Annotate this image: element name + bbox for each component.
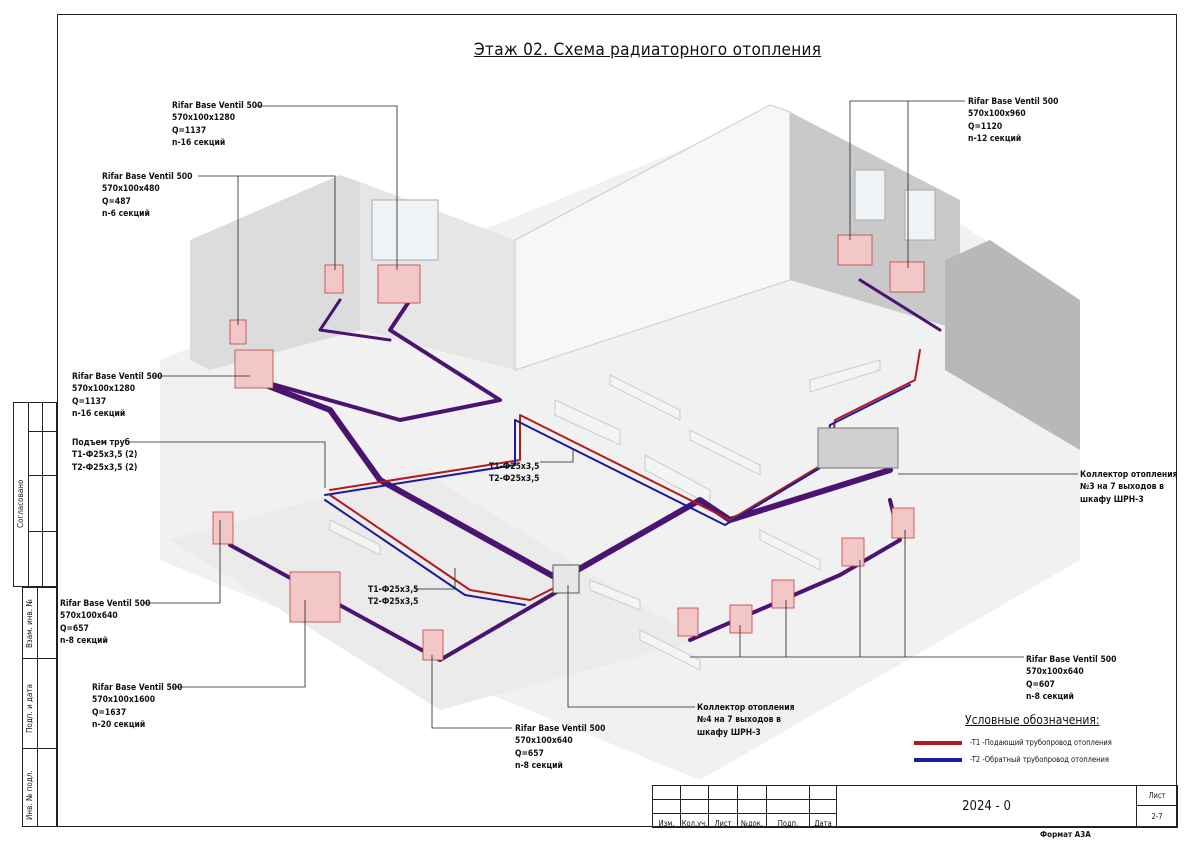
collector-3-cabinet: [817, 427, 899, 469]
sections: n-12 секций: [968, 134, 1022, 145]
size: 570x100x640: [515, 736, 573, 747]
side-stamp-agreed: Согласовано: [13, 402, 57, 587]
sign-date-label: Подп. и дата: [25, 683, 34, 733]
label-radiator-bottom-left-2: Rifar Base Ventil 500 570x100x1600 Q=163…: [92, 682, 182, 732]
label-radiator-top-left-2: Rifar Base Ventil 500 570x100x480 Q=487 …: [102, 171, 192, 221]
floor-lower: [170, 470, 700, 710]
label-collector-4: Коллектор отопления №4 на 7 выходов в шк…: [697, 702, 794, 739]
legend-label: -T1 -Подающий трубопровод отопления: [970, 738, 1112, 747]
label-radiator-left-mid: Rifar Base Ventil 500 570x100x1280 Q=113…: [72, 371, 162, 421]
agreed-label: Согласовано: [16, 479, 25, 528]
size: 570x100x960: [968, 109, 1026, 120]
window: [854, 169, 886, 221]
size: 570x100x1280: [72, 384, 136, 395]
drawing-title: Этаж 02. Схема радиаторного отопления: [474, 40, 822, 60]
model: Rifar Base Ventil 500: [92, 683, 183, 693]
title-block: Изм. Кол.уч. Лист №док. Подп. Дата 2024 …: [652, 785, 1178, 828]
sheet-label: Лист: [1137, 786, 1177, 806]
power: Q=657: [60, 623, 89, 634]
supply-line-swatch: [914, 740, 962, 745]
label-riser: Подъем труб T1-Ф25x3,5 (2) T2-Ф25x3,5 (2…: [72, 437, 137, 474]
model: Rifar Base Ventil 500: [515, 724, 606, 734]
size: 570x100x640: [1026, 667, 1084, 678]
sections: n-16 секций: [72, 409, 126, 420]
radiators: [212, 234, 925, 661]
legend-item-return: -T2 -Обратный трубопровод отопления: [914, 755, 1109, 764]
line: шкафу ШРН-3: [1080, 494, 1144, 505]
label-radiator-bottom-center: Rifar Base Ventil 500 570x100x640 Q=657 …: [515, 723, 605, 773]
model: Rifar Base Ventil 500: [60, 599, 151, 609]
leader-lines: [128, 100, 1078, 729]
return-line-swatch: [914, 757, 962, 762]
sections: n-8 секций: [60, 636, 108, 647]
pipe-t2: T2-Ф25x3,5: [489, 474, 540, 485]
riser-t1: T1-Ф25x3,5 (2): [72, 450, 138, 461]
line: Коллектор отопления: [697, 703, 795, 713]
paper-format: Формат А3А: [1040, 830, 1091, 839]
riser-t2: T2-Ф25x3,5 (2): [72, 462, 138, 473]
model: Rifar Base Ventil 500: [1026, 655, 1117, 665]
sections: n-20 секций: [92, 720, 146, 731]
label-radiator-bottom-left-1: Rifar Base Ventil 500 570x100x640 Q=657 …: [60, 598, 150, 648]
power: Q=607: [1026, 679, 1055, 690]
wall-right-outer: [945, 240, 1080, 450]
side-stamp-inventory: Взам. инв. № Подп. и дата Инв. № подл.: [22, 587, 57, 827]
model: Rifar Base Ventil 500: [172, 101, 263, 111]
collector-4-cabinet: [552, 564, 580, 594]
legend-title: Условные обозначения:: [965, 713, 1100, 727]
col-doc: №док.: [738, 814, 767, 828]
size: 570x100x640: [60, 611, 118, 622]
sections: n-6 секций: [102, 209, 150, 220]
sections: n-16 секций: [172, 138, 226, 149]
label-radiator-top-left-1: Rifar Base Ventil 500 570x100x1280 Q=113…: [172, 100, 262, 150]
model: Rifar Base Ventil 500: [968, 97, 1059, 107]
size: 570x100x1280: [172, 113, 236, 124]
power: Q=1137: [172, 125, 207, 136]
pipe-t1: T1-Ф25x3,5: [368, 585, 419, 595]
window: [904, 189, 936, 241]
partitions: [329, 359, 881, 671]
drawing-frame: [57, 14, 1177, 827]
label-pipe-center: T1-Ф25x3,5 T2-Ф25x3,5: [489, 461, 539, 486]
line: Коллектор отопления: [1080, 470, 1178, 480]
riser-title: Подъем труб: [72, 438, 130, 448]
power: Q=1637: [92, 707, 127, 718]
pipe-t1: T1-Ф25x3,5: [489, 462, 540, 472]
legend-item-supply: -T1 -Подающий трубопровод отопления: [914, 738, 1112, 747]
inv-orig-label: Инв. № подл.: [25, 770, 34, 820]
power: Q=1137: [72, 396, 107, 407]
line: шкафу ШРН-3: [697, 727, 761, 738]
model: Rifar Base Ventil 500: [72, 372, 163, 382]
col-date: Дата: [810, 814, 837, 828]
document-code: 2024 - 0: [837, 786, 1137, 827]
line: №4 на 7 выходов в: [697, 715, 781, 726]
label-pipe-lower: T1-Ф25x3,5 T2-Ф25x3,5: [368, 584, 418, 609]
power: Q=1120: [968, 121, 1003, 132]
col-izm: Изм.: [653, 814, 681, 828]
power: Q=657: [515, 748, 544, 759]
window: [371, 199, 439, 261]
line: №3 на 7 выходов в: [1080, 482, 1164, 493]
sections: n-8 секций: [515, 761, 563, 772]
size: 570x100x1600: [92, 695, 156, 706]
pipe-t2: T2-Ф25x3,5: [368, 597, 419, 608]
sheet-number: 2-7: [1151, 812, 1163, 821]
label-radiator-bottom-right: Rifar Base Ventil 500 570x100x640 Q=607 …: [1026, 654, 1116, 704]
col-kol-uch: Кол.уч.: [681, 814, 709, 828]
col-list: Лист: [709, 814, 738, 828]
legend-label: -T2 -Обратный трубопровод отопления: [970, 755, 1109, 764]
size: 570x100x480: [102, 184, 160, 195]
label-radiator-top-right: Rifar Base Ventil 500 570x100x960 Q=1120…: [968, 96, 1058, 146]
label-collector-3: Коллектор отопления №3 на 7 выходов в шк…: [1080, 469, 1177, 506]
model: Rifar Base Ventil 500: [102, 172, 193, 182]
power: Q=487: [102, 196, 131, 207]
inv-replace-label: Взам. инв. №: [25, 599, 34, 648]
sections: n-8 секций: [1026, 692, 1074, 703]
col-sign: Подп.: [767, 814, 810, 828]
